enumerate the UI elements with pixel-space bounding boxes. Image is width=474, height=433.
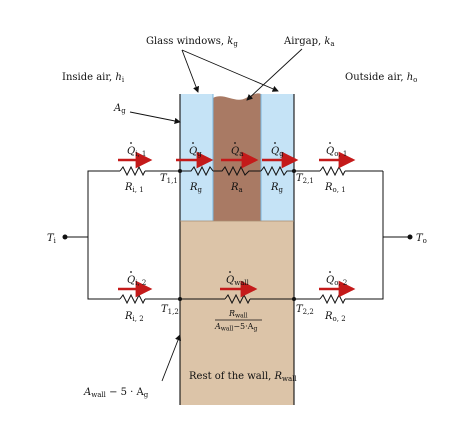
wall-rest-region bbox=[180, 221, 294, 405]
resistor-ri2 bbox=[119, 293, 146, 305]
label-t12: T1,2 bbox=[161, 304, 179, 316]
label-qi2: Qi, 2 bbox=[127, 275, 146, 287]
label-qo2: Qo, 2 bbox=[326, 275, 347, 287]
node-t12 bbox=[178, 297, 182, 301]
label-qwall: Qwall bbox=[226, 275, 250, 287]
label-area-g: Ag bbox=[113, 103, 126, 115]
glass-window-right bbox=[261, 94, 294, 221]
resistor-ri1 bbox=[119, 165, 146, 177]
airgap-region bbox=[213, 93, 261, 221]
label-t22: T2,2 bbox=[296, 304, 314, 316]
node-t22 bbox=[292, 297, 296, 301]
label-ri2: Ri, 2 bbox=[124, 311, 144, 323]
label-rg1: Rg bbox=[189, 182, 203, 194]
label-qo1: Qo, 1 bbox=[326, 146, 347, 158]
label-inside-air: Inside air, hi bbox=[62, 72, 125, 84]
label-qg1: Qg bbox=[189, 146, 202, 158]
label-qi1: Qi, 1 bbox=[127, 146, 146, 158]
label-rwall-denominator: Awall−5·Ag bbox=[214, 322, 257, 333]
label-ti: Ti bbox=[47, 233, 57, 245]
resistor-ro1 bbox=[319, 165, 346, 177]
pointer-glass-right bbox=[181, 49, 279, 92]
pointer-awall bbox=[161, 334, 181, 382]
label-airgap: Airgap, ka bbox=[283, 36, 335, 48]
label-outside-air: Outside air, ho bbox=[345, 72, 417, 84]
resistor-ro2 bbox=[319, 293, 346, 305]
label-to: To bbox=[416, 233, 427, 245]
label-ro1: Ro, 1 bbox=[324, 182, 346, 194]
pointer-ag bbox=[129, 111, 181, 125]
node-ti bbox=[62, 234, 68, 240]
label-ro2: Ro, 2 bbox=[324, 311, 346, 323]
label-rest-of-wall: Rest of the wall, Rwall bbox=[189, 371, 297, 383]
pointer-airgap bbox=[246, 48, 303, 101]
node-t21 bbox=[292, 169, 296, 173]
resistor-rg2 bbox=[260, 165, 296, 177]
label-glass-windows: Glass windows, kg bbox=[146, 36, 238, 48]
label-ri1: Ri, 1 bbox=[124, 182, 144, 194]
node-to bbox=[407, 234, 413, 240]
label-area-wall: Awall − 5 · Ag bbox=[83, 387, 149, 399]
label-ra: Ra bbox=[230, 182, 243, 194]
label-qa: Qa bbox=[231, 146, 243, 158]
label-rg2: Rg bbox=[270, 182, 284, 194]
pointer-glass-left bbox=[181, 49, 200, 93]
resistor-rwall bbox=[224, 293, 251, 305]
node-t11 bbox=[178, 169, 182, 173]
q-dots-top bbox=[130, 142, 331, 144]
label-t11: T1,1 bbox=[160, 173, 178, 185]
resistor-ra bbox=[213, 165, 261, 177]
label-qg2: Qg bbox=[271, 146, 284, 158]
q-dots-bottom bbox=[130, 271, 331, 273]
label-rwall-numerator: Rwall bbox=[228, 309, 248, 320]
label-t21: T2,1 bbox=[296, 173, 314, 185]
